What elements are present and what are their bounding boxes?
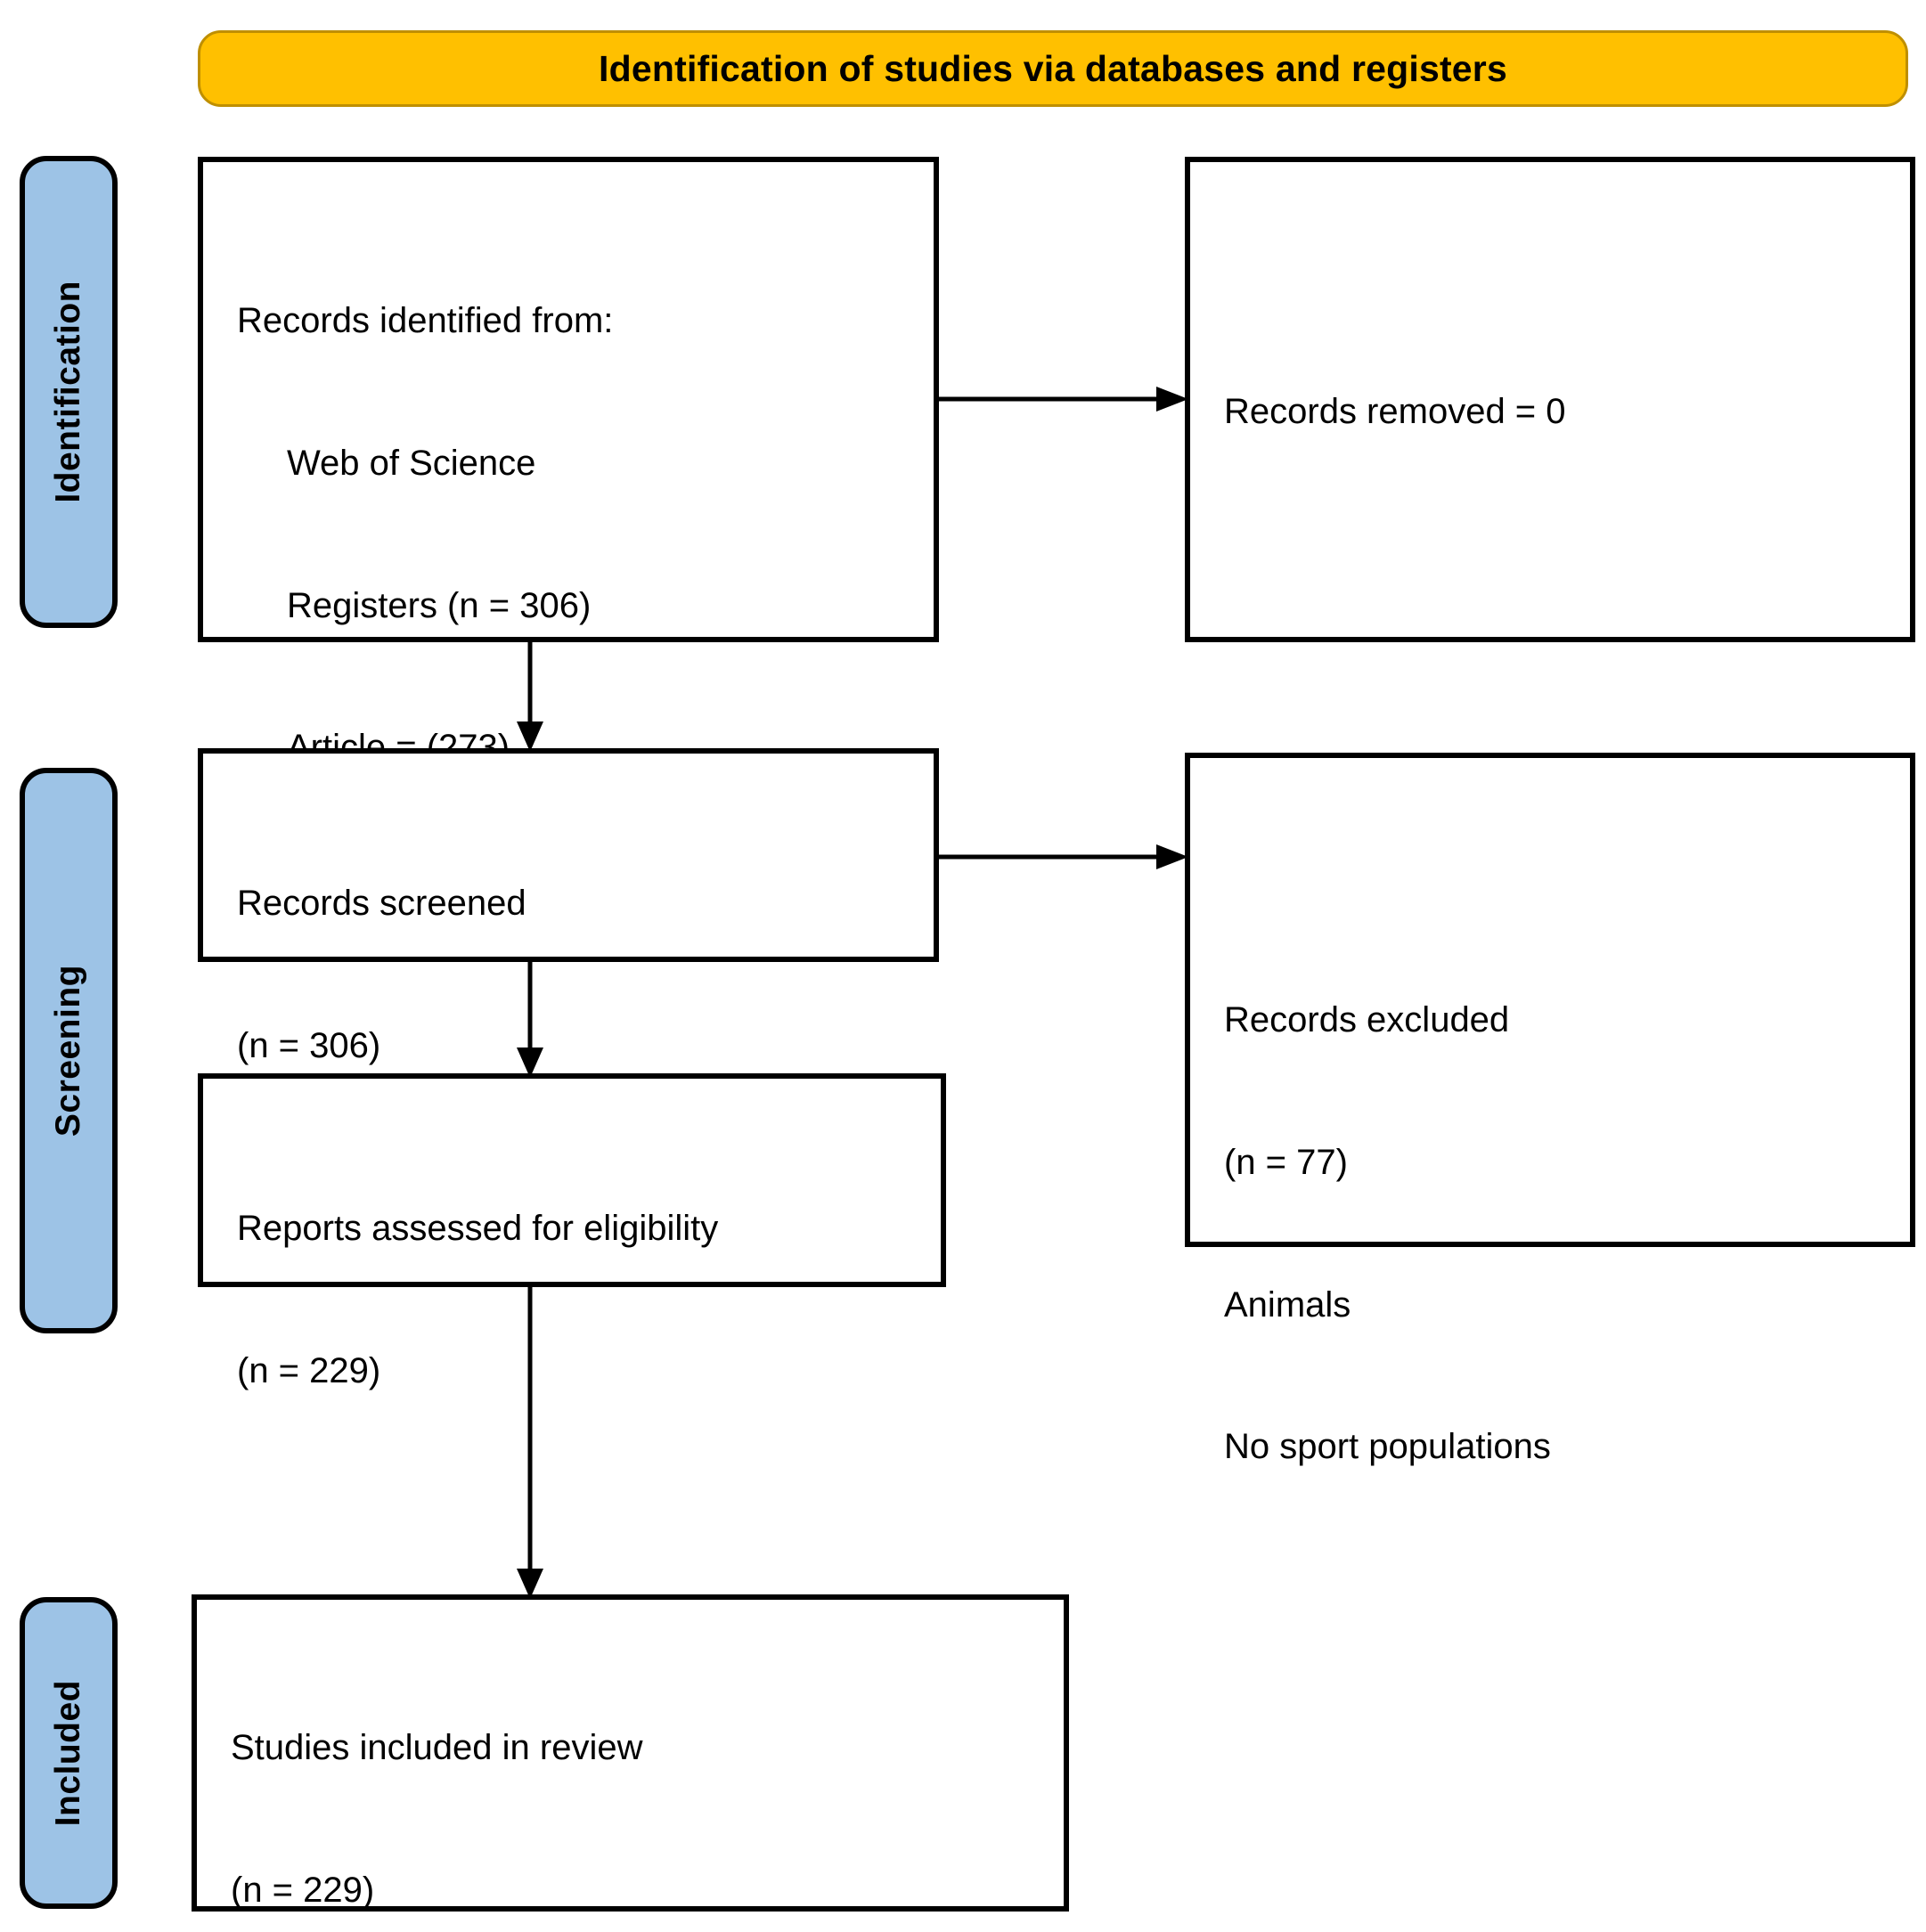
stage-label-included-text: Included [49,1679,87,1827]
diagram-title: Identification of studies via databases … [599,47,1507,89]
stage-label-screening: Screening [20,768,118,1333]
records-excluded-label: Records excluded [1224,1000,1510,1040]
box-reports-assessed-text: Reports assessed for eligibility (n = 22… [237,1111,718,1490]
arrow-screened-to-excluded-icon [935,843,1188,871]
arrow-screened-to-eligibility-icon [515,958,545,1078]
box-records-screened: Records screened (n = 306) [198,748,939,1065]
diagram-header-banner: Identification of studies via databases … [198,30,1908,107]
box-records-identified: Records identified from: Web of Science … [198,157,939,909]
arrow-identified-to-removed-icon [935,385,1188,413]
records-excluded-reason-animals: Animals [1224,1284,1351,1325]
studies-included-label: Studies included in review [231,1728,643,1768]
box-records-removed: Records removed = 0 [1185,157,1915,642]
box-records-screened-text: Records screened (n = 306) [237,786,526,1165]
records-removed-count: Records removed = 0 [1224,392,1566,432]
box-records-excluded-text: Records excluded (n = 77) Animals No spo… [1224,902,1551,1566]
stage-label-screening-text: Screening [49,964,87,1137]
stage-label-identification-text: Identification [49,281,87,503]
stage-label-included: Included [20,1597,118,1909]
reports-assessed-count: (n = 229) [237,1350,381,1390]
stage-label-identification: Identification [20,156,118,628]
records-identified-source: Web of Science [287,443,536,483]
arrow-identified-to-screened-icon [515,638,545,752]
records-screened-label: Records screened [237,884,526,924]
box-records-removed-text: Records removed = 0 [1224,294,1566,531]
box-studies-included: Studies included in review (n = 229) Rep… [192,1594,1069,1912]
box-studies-included-text: Studies included in review (n = 229) Rep… [231,1630,661,1932]
records-identified-heading: Records identified from: [237,301,614,341]
studies-included-count: (n = 229) [231,1870,375,1910]
records-excluded-reason-no-sport-populations: No sport populations [1224,1427,1551,1467]
records-excluded-count: (n = 77) [1224,1142,1348,1182]
arrow-eligibility-to-included-icon [515,1285,545,1599]
box-records-excluded: Records excluded (n = 77) Animals No spo… [1185,753,1915,1466]
records-identified-registers: Registers (n = 306) [287,585,592,625]
box-reports-assessed-eligibility: Reports assessed for eligibility (n = 22… [198,1073,946,1390]
records-screened-count: (n = 306) [237,1025,381,1065]
reports-assessed-label: Reports assessed for eligibility [237,1209,719,1249]
